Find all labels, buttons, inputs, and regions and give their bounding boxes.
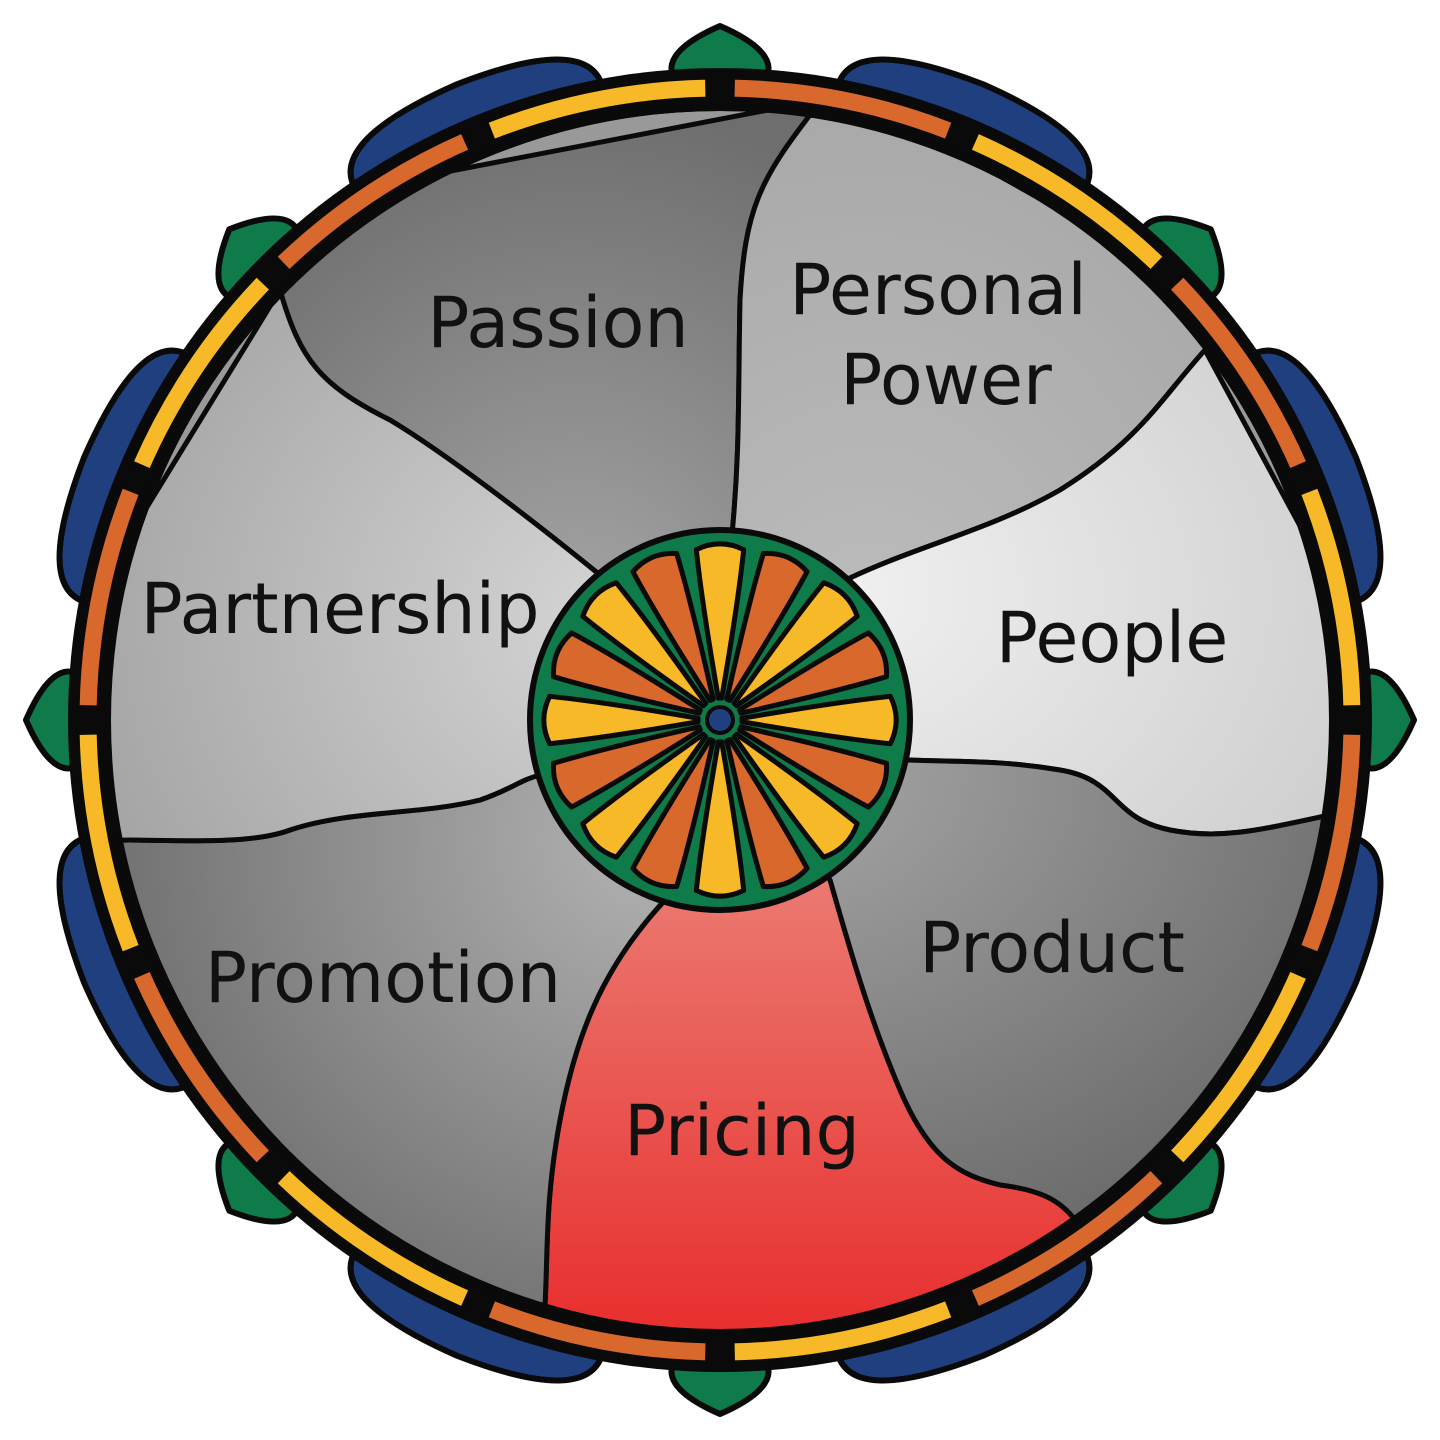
- label-people: People: [996, 597, 1229, 679]
- label-personal-power-line1: Personal: [789, 249, 1087, 331]
- leaf-icon: [668, 1361, 772, 1417]
- leaf-icon: [215, 215, 301, 301]
- ring-arc-segment: [1297, 484, 1364, 709]
- petal-icon: [693, 541, 747, 701]
- petal-icon: [737, 630, 890, 716]
- ring-arcs: [76, 76, 1364, 1364]
- ring-arc-segment: [130, 273, 274, 472]
- leaf-icon: [1139, 1139, 1225, 1225]
- petal-icon: [550, 724, 703, 810]
- ring-arc-segment: [1166, 273, 1310, 472]
- ring-arc-segment: [968, 1166, 1167, 1310]
- ring-arc-segment: [76, 731, 143, 956]
- petal-icon: [630, 737, 716, 890]
- petal-icon: [737, 724, 890, 810]
- ring-arc-segment: [273, 1166, 472, 1310]
- leaf-icon: [668, 23, 772, 79]
- ring-arc-segment: [484, 1297, 709, 1364]
- rosette-petals: [541, 541, 899, 899]
- ring-arc-segment: [731, 76, 956, 143]
- petal-icon: [693, 739, 747, 899]
- ring-arc-segment: [130, 968, 274, 1167]
- ring-arc-segment: [76, 484, 143, 709]
- leaf-icon: [23, 668, 79, 772]
- label-pricing: Pricing: [624, 1090, 860, 1172]
- label-promotion: Promotion: [205, 937, 561, 1019]
- label-product: Product: [919, 907, 1185, 989]
- petal-icon: [580, 580, 709, 709]
- label-partnership: Partnership: [140, 568, 539, 650]
- main-disk-outline: [105, 105, 1335, 1335]
- petal-icon: [724, 550, 810, 703]
- petal-icon: [630, 550, 716, 703]
- ring-arc-segment: [968, 130, 1167, 274]
- petal-icon: [731, 580, 860, 709]
- ring-arc-segment: [484, 76, 709, 143]
- label-passion: Passion: [427, 282, 689, 364]
- rosette-center-dot: [705, 705, 735, 735]
- leaf-icon: [215, 1139, 301, 1225]
- petal-icon: [739, 693, 899, 747]
- ring-arc-segment: [1297, 731, 1364, 956]
- ring-arc-segment: [273, 130, 472, 274]
- ring-arc-segment: [1166, 968, 1310, 1167]
- leaf-icon: [1139, 215, 1225, 301]
- petal-icon: [580, 731, 709, 860]
- petal-icon: [541, 693, 701, 747]
- ring-arc-segment: [731, 1297, 956, 1364]
- leaf-icon: [1361, 668, 1417, 772]
- petal-icon: [724, 737, 810, 890]
- label-personal-power-line2: Power: [840, 339, 1052, 421]
- petal-icon: [731, 731, 860, 860]
- petal-icon: [550, 630, 703, 716]
